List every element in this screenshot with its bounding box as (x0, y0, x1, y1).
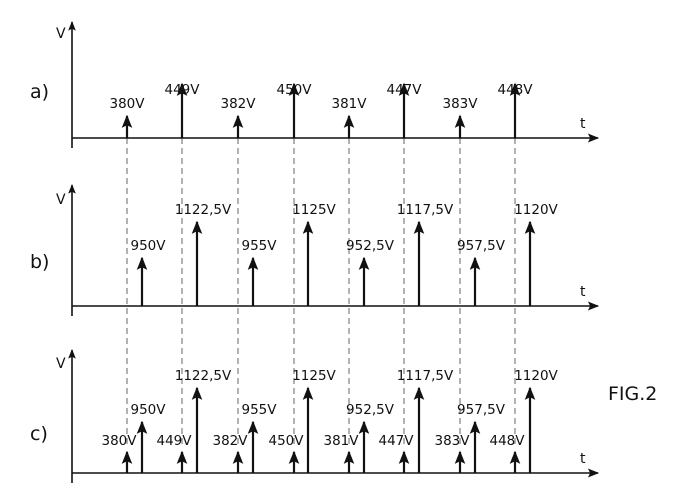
panel-b-t-axis-label: t (580, 284, 586, 300)
panel-c-small-label-4: 381V (323, 433, 359, 449)
panel-b-pulse-label-1: 1122,5V (175, 202, 232, 218)
pulses-group (121, 82, 536, 473)
panel-a-t-axis-label: t (580, 116, 586, 132)
panel-c-big-label-1: 1122,5V (175, 368, 232, 384)
panel-c-big-label-7: 1120V (514, 368, 558, 384)
panel-a-pulse-label-3: 450V (276, 82, 312, 98)
panel-c-small-label-0: 380V (101, 433, 137, 449)
panel-b-label: b) (30, 251, 49, 273)
figure-label: FIG.2 (608, 383, 657, 405)
panel-c-small-label-6: 383V (434, 433, 470, 449)
panel-a-pulse-label-5: 447V (386, 82, 422, 98)
panel-b-pulse-label-5: 1117,5V (397, 202, 454, 218)
panel-a-v-axis-label: V (56, 26, 66, 42)
panel-b-pulse-label-6: 957,5V (457, 238, 506, 254)
panel-b-v-axis-label: V (56, 192, 66, 208)
panel-a-pulse-label-7: 448V (497, 82, 533, 98)
panel-c-small-label-5: 447V (378, 433, 414, 449)
panel-c-big-label-5: 1117,5V (397, 368, 454, 384)
panel-c-small-label-1: 449V (156, 433, 192, 449)
panel-a-pulse-label-2: 382V (220, 96, 256, 112)
panel-b-pulse-label-0: 950V (130, 238, 166, 254)
panel-b-pulse-label-4: 952,5V (346, 238, 395, 254)
panel-c-small-label-3: 450V (268, 433, 304, 449)
panel-a-pulse-label-0: 380V (109, 96, 145, 112)
axes-group (68, 21, 600, 483)
panel-a-label: a) (30, 81, 49, 103)
panel-c-t-axis-label: t (580, 451, 586, 467)
panel-c-small-label-2: 382V (212, 433, 248, 449)
panel-c-big-label-4: 952,5V (346, 402, 395, 418)
panel-c-small-label-7: 448V (489, 433, 525, 449)
panel-b-pulse-label-2: 955V (241, 238, 277, 254)
panel-c-big-label-6: 957,5V (457, 402, 506, 418)
panel-c-v-axis-label: V (56, 356, 66, 372)
panel-c-big-label-3: 1125V (292, 368, 336, 384)
panel-b-pulse-label-3: 1125V (292, 202, 336, 218)
panel-a-pulse-label-1: 449V (164, 82, 200, 98)
panel-c-label: c) (30, 423, 48, 445)
panel-c-big-label-0: 950V (130, 402, 166, 418)
dashed-guide-lines (126, 128, 516, 448)
panel-a-pulse-label-6: 383V (442, 96, 478, 112)
panel-c-big-label-2: 955V (241, 402, 277, 418)
panel-a-pulse-label-4: 381V (331, 96, 367, 112)
panel-b-pulse-label-7: 1120V (514, 202, 558, 218)
labels-group: Vt a) Vt b) Vt c) 380V 449V 382V 450V 381V 447V 383V… (30, 26, 586, 467)
